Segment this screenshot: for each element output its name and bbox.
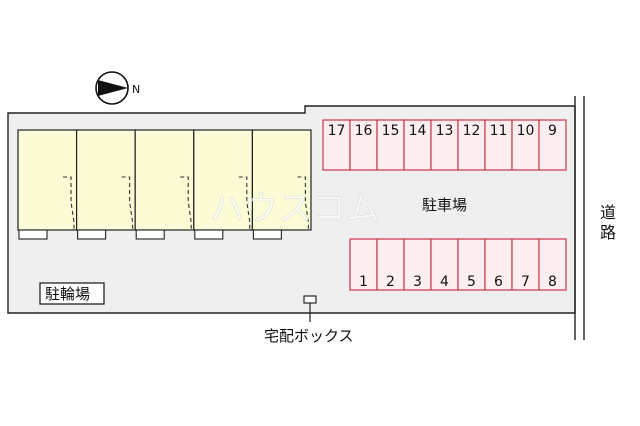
compass-label: N bbox=[132, 83, 140, 96]
parking-stall: 3 bbox=[403, 238, 432, 291]
parking-stall: 7 bbox=[511, 238, 540, 291]
road-label-top: 道 bbox=[600, 203, 616, 222]
parking-stall: 14 bbox=[403, 119, 432, 171]
unit-step bbox=[135, 229, 165, 240]
unit-step bbox=[194, 229, 224, 240]
stall-number: 9 bbox=[548, 123, 557, 139]
stall-number: 16 bbox=[355, 123, 373, 139]
stall-number: 1 bbox=[359, 274, 368, 290]
stall-number: 15 bbox=[382, 123, 400, 139]
stall-number: 14 bbox=[409, 123, 427, 139]
parking-stall: 6 bbox=[484, 238, 513, 291]
stall-number: 12 bbox=[463, 123, 481, 139]
stall-number: 10 bbox=[517, 123, 535, 139]
stall-number: 3 bbox=[413, 274, 422, 290]
building-units bbox=[17, 129, 312, 240]
apartment-unit bbox=[75, 129, 136, 240]
stall-number: 17 bbox=[328, 123, 346, 139]
stall-number: 4 bbox=[440, 274, 449, 290]
unit-step bbox=[252, 229, 282, 240]
apartment-unit bbox=[251, 129, 312, 240]
parking-stall: 9 bbox=[538, 119, 567, 171]
apartment-unit bbox=[193, 129, 254, 240]
parking-row-top: 17 16 15 14 13 12 11 10 9 bbox=[322, 119, 567, 171]
parking-stall: 17 bbox=[322, 119, 351, 171]
unit-step bbox=[77, 229, 107, 240]
watermark: ハウスコム bbox=[210, 189, 380, 229]
stall-number: 11 bbox=[490, 123, 508, 139]
parking-stall: 16 bbox=[349, 119, 378, 171]
stall-number: 5 bbox=[467, 274, 476, 290]
road-label-bottom: 路 bbox=[600, 223, 616, 242]
parking-row-bottom: 1 2 3 4 5 6 7 8 bbox=[349, 238, 567, 291]
parking-stall: 11 bbox=[484, 119, 513, 171]
parking-stall: 10 bbox=[511, 119, 540, 171]
parking-stall: 2 bbox=[376, 238, 405, 291]
bicycle-parking-label: 駐輪場 bbox=[45, 285, 90, 303]
parking-label: 駐車場 bbox=[422, 196, 467, 214]
stall-number: 13 bbox=[436, 123, 454, 139]
apartment-unit bbox=[17, 129, 78, 240]
delivery-box-icon bbox=[303, 295, 317, 304]
stall-number: 6 bbox=[494, 274, 503, 290]
parking-stall: 5 bbox=[457, 238, 486, 291]
parking-stall: 8 bbox=[538, 238, 567, 291]
delivery-box-label: 宅配ボックス bbox=[264, 327, 354, 345]
stall-number: 8 bbox=[548, 274, 557, 290]
parking-stall: 1 bbox=[349, 238, 378, 291]
parking-stall: 4 bbox=[430, 238, 459, 291]
parking-stall: 13 bbox=[430, 119, 459, 171]
bicycle-parking-box bbox=[39, 282, 105, 305]
parking-stall: 12 bbox=[457, 119, 486, 171]
stall-number: 7 bbox=[521, 274, 530, 290]
apartment-unit bbox=[134, 129, 195, 240]
north-arrow-icon bbox=[95, 71, 129, 105]
parking-stall: 15 bbox=[376, 119, 405, 171]
unit-step bbox=[18, 229, 48, 240]
stall-number: 2 bbox=[386, 274, 395, 290]
